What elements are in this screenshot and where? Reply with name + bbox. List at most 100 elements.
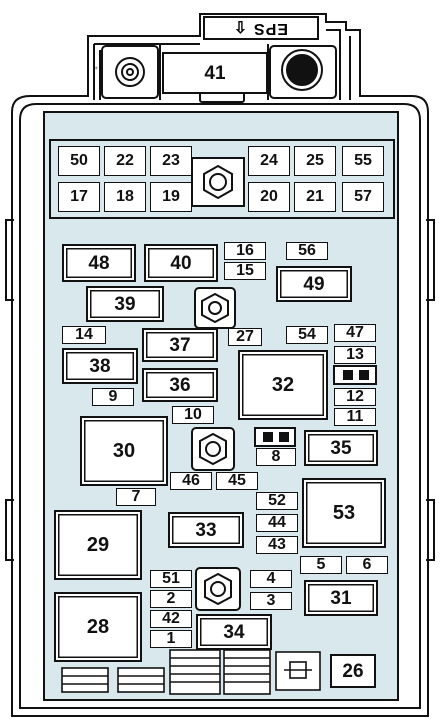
fuse-44: 44 [256,514,298,532]
relay-33: 33 [168,512,244,548]
fuse-6: 6 [346,556,388,574]
fuse-label: 18 [116,188,134,205]
relay-26-label: 26 [342,660,364,682]
relay-34-label: 34 [223,621,245,643]
fuse-label: 19 [162,188,180,205]
fuse-6-label: 6 [362,556,372,573]
fuse-label: 25 [306,152,324,169]
fuse-label: 50 [70,152,88,169]
arrow-down-icon: ⇩ [233,20,248,37]
relay-37-label: 37 [169,334,191,356]
fuse-11-label: 11 [346,408,364,425]
relay-36-label: 36 [169,374,191,396]
fuse-label: 23 [162,152,180,169]
fuse-24: 24 [248,146,290,176]
relay-53: 53 [302,478,386,548]
fuse-52-label: 52 [268,492,286,509]
fuse-8: 8 [256,448,296,466]
fuse-42: 42 [150,610,192,628]
fuse-47-label: 47 [346,324,364,341]
fuse-14-label: 14 [75,326,93,343]
relay-29-label: 29 [86,534,110,556]
relay-31: 31 [304,580,378,616]
fuse-13: 13 [334,346,376,364]
fuse-2: 2 [150,590,192,608]
fuse-54-label: 54 [298,326,316,343]
fuse-label: 57 [354,188,372,205]
fuse-20: 20 [248,182,290,212]
relay-49: 49 [276,266,352,302]
fuse-label: 24 [260,152,278,169]
fuse-19: 19 [150,182,192,212]
fuse-45: 45 [216,472,258,490]
fuse-46: 46 [170,472,212,490]
fuse-10: 10 [172,406,214,424]
fuse-44-label: 44 [268,514,286,531]
fuse-42-label: 42 [162,610,180,627]
fuse-46-label: 46 [182,472,200,489]
fuse-label: 55 [354,152,372,169]
fuse-4-label: 4 [266,570,276,587]
fuse-9: 9 [92,388,134,406]
relay-30-label: 30 [112,440,136,462]
fuse-5: 5 [300,556,342,574]
fuse-label: 20 [260,188,278,205]
fuse-7-label: 7 [131,488,141,505]
fuse-13-label: 13 [346,346,364,363]
relay-35-label: 35 [330,437,352,459]
fuse-1-label: 1 [166,630,176,647]
relay-34: 34 [196,614,272,650]
fuse-10-label: 10 [184,406,202,423]
relay-38-label: 38 [89,355,111,377]
fuse-54: 54 [286,326,328,344]
fuse-12: 12 [334,388,376,406]
fuse-label: 22 [116,152,134,169]
relay-37: 37 [142,328,218,362]
fuse-50: 50 [58,146,100,176]
relay-39: 39 [86,286,164,322]
fuse-25: 25 [294,146,336,176]
relay-30: 30 [80,416,168,486]
fuse-12-label: 12 [346,388,364,405]
fuse-15: 15 [224,262,266,280]
fuse-label: 21 [306,188,324,205]
relay-41-label: 41 [204,62,226,84]
fuse-2-label: 2 [166,590,176,607]
fuse-label: 17 [70,188,88,205]
relay-53-label: 53 [332,502,356,524]
fuse-45-label: 45 [228,472,246,489]
fuse-14: 14 [62,326,106,344]
fuse-1: 1 [150,630,192,648]
relay-41: 41 [162,52,268,94]
eps-connector-tab: ⇩ EPS [203,16,319,40]
fuse-23: 23 [150,146,192,176]
fuse-9-label: 9 [108,388,118,405]
fuse-43: 43 [256,536,298,554]
fuse-52: 52 [256,492,298,510]
fuse-4: 4 [250,570,292,588]
relay-48-label: 48 [88,252,110,274]
fuse-15-label: 15 [236,262,254,279]
relay-39-label: 39 [114,293,136,315]
fuse-21: 21 [294,182,336,212]
fuse-56: 56 [286,242,328,260]
relay-29: 29 [54,510,142,580]
relay-32: 32 [238,350,328,420]
fuse-3-label: 3 [266,592,276,609]
relay-49-label: 49 [303,273,325,295]
relay-38: 38 [62,348,138,384]
relay-26: 26 [330,654,376,688]
fuse-7: 7 [116,488,156,506]
relay-28-label: 28 [86,616,110,638]
fuse-16: 16 [224,242,266,260]
relay-33-label: 33 [195,519,217,541]
fuse-11: 11 [334,408,376,426]
relay-36: 36 [142,368,218,402]
fuse-57: 57 [342,182,384,212]
fuse-55: 55 [342,146,384,176]
relay-32-label: 32 [271,374,295,396]
fuse-27: 27 [228,328,262,346]
fuse-47: 47 [334,324,376,342]
fuse-16-label: 16 [236,242,254,259]
